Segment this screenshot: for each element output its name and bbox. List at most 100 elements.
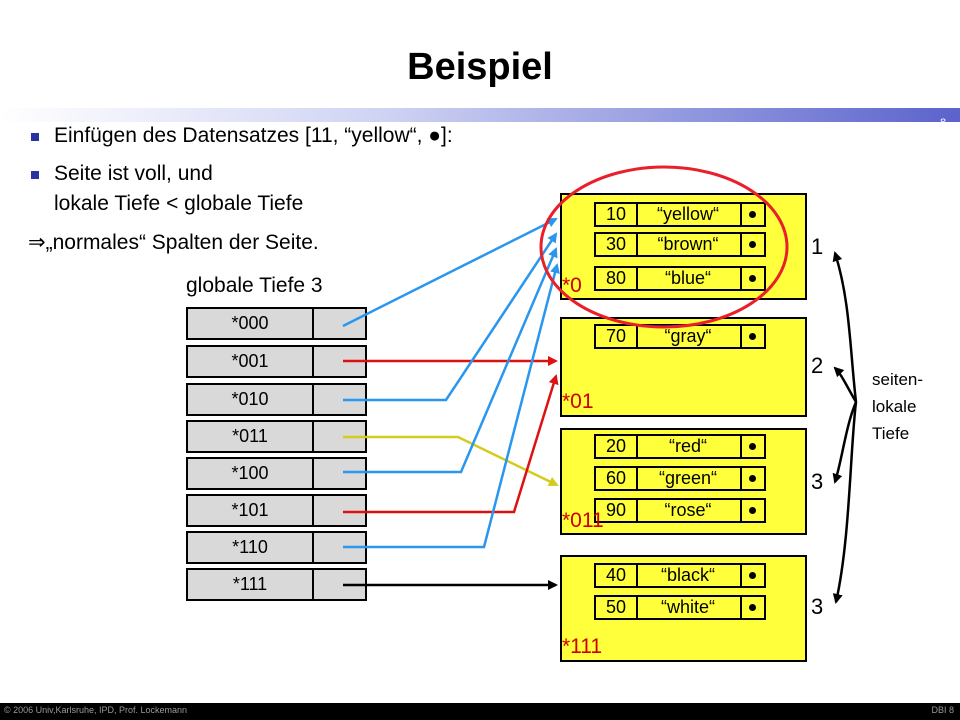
- depth-brace-arrow: [832, 401, 858, 484]
- directory-pointer-cell: [312, 570, 314, 599]
- record-divider: [636, 204, 638, 225]
- pointer-arrow-011: [343, 435, 559, 487]
- footer-copyright: © 2006 Univ,Karlsruhe, IPD, Prof. Lockem…: [4, 705, 188, 715]
- record-divider: [740, 500, 742, 521]
- pointer-arrow-101: [343, 374, 559, 514]
- record-divider: [740, 436, 742, 457]
- directory-key: *011: [232, 426, 268, 446]
- record-divider: [636, 268, 638, 289]
- directory-key: *001: [231, 351, 269, 371]
- directory-label: globale Tiefe 3: [186, 274, 323, 297]
- record: 40 “black“: [594, 563, 766, 588]
- directory-entry: *011: [186, 420, 367, 453]
- record-value: “red“: [668, 436, 707, 456]
- pointer-dot-icon: [749, 572, 756, 579]
- side-label: seiten- lokale Tiefe: [872, 366, 923, 447]
- record-key: 30: [605, 234, 627, 254]
- record-value: “rose“: [664, 500, 712, 520]
- record-key: 90: [605, 500, 627, 520]
- record: 50 “white“: [594, 595, 766, 620]
- directory-key: *101: [231, 500, 269, 520]
- slide-title: Beispiel: [407, 46, 553, 88]
- depth-brace-arrow: [833, 366, 858, 403]
- pointer-dot-icon: [749, 507, 756, 514]
- record-value: “yellow“: [656, 204, 719, 224]
- local-depth: 3: [811, 469, 824, 494]
- page-prefix: *011: [562, 509, 604, 532]
- directory-pointer-cell: [312, 422, 314, 451]
- directory-pointer-cell: [312, 385, 314, 414]
- record: 30 “brown“: [594, 232, 766, 257]
- title-underline: [0, 108, 960, 122]
- record-divider: [740, 468, 742, 489]
- directory-pointer-cell: [312, 533, 314, 562]
- record-value: “black“: [660, 565, 715, 585]
- directory-key: *000: [231, 313, 269, 333]
- pointer-dot-icon: [749, 475, 756, 482]
- pointer-dot-icon: [749, 333, 756, 340]
- record-value: “blue“: [664, 268, 712, 288]
- pointer-dot-icon: [749, 241, 756, 248]
- record-key: 20: [605, 436, 627, 456]
- record: 10 “yellow“: [594, 202, 766, 227]
- pointer-dot-icon: [749, 443, 756, 450]
- directory-key: *010: [231, 389, 269, 409]
- record-value: “green“: [658, 468, 718, 488]
- bullet-text-insert: Einfügen des Datensatzes [11, “yellow“, …: [54, 124, 453, 147]
- record-key: 10: [605, 204, 627, 224]
- record: 90 “rose“: [594, 498, 766, 523]
- pointer-arrow-010: [343, 232, 558, 402]
- directory-pointer-cell: [312, 459, 314, 488]
- bullet-icon: [31, 133, 39, 141]
- record-key: 60: [605, 468, 627, 488]
- local-depth: 1: [811, 234, 824, 259]
- record-divider: [636, 500, 638, 521]
- page-prefix: *01: [562, 390, 594, 413]
- record-divider: [740, 234, 742, 255]
- record: 70“gray“: [594, 324, 766, 349]
- directory-key: *110: [232, 537, 268, 557]
- pointer-dot-icon: [749, 604, 756, 611]
- record-divider: [636, 326, 638, 347]
- pointer-dot-icon: [749, 275, 756, 282]
- record-value: “brown“: [657, 234, 719, 254]
- directory-key: *111: [232, 574, 268, 594]
- pointer-arrow-000: [342, 217, 558, 328]
- local-depth: 3: [811, 594, 824, 619]
- pointer-arrow-110: [343, 263, 560, 549]
- page-prefix: *0: [562, 274, 582, 297]
- footer-slide-id: DBI 8: [931, 705, 954, 715]
- record-value: “gray“: [664, 326, 712, 346]
- directory-entry: *110: [186, 531, 367, 564]
- record: 20 “red“: [594, 434, 766, 459]
- record-key: 50: [605, 597, 627, 617]
- side-label-line: Tiefe: [872, 424, 910, 443]
- directory-pointer-cell: [312, 347, 314, 376]
- record-key: 40: [605, 565, 627, 585]
- page-prefix: *111: [562, 635, 603, 658]
- record-divider: [740, 565, 742, 586]
- bullet-text-page-full: Seite ist voll, und: [54, 162, 213, 185]
- record-key: 80: [605, 268, 627, 288]
- page-number: 8: [940, 117, 947, 129]
- record-divider: [740, 326, 742, 347]
- side-label-line: lokale: [872, 397, 917, 416]
- bullet-text-depth-compare: lokale Tiefe < globale Tiefe: [54, 192, 304, 215]
- directory-entry: *101: [186, 494, 367, 527]
- record: 80 “blue“: [594, 266, 766, 291]
- local-depth: 2: [811, 353, 824, 378]
- record-value: “white“: [660, 597, 715, 617]
- record-divider: [636, 234, 638, 255]
- pointer-arrow-100: [343, 247, 558, 474]
- record-divider: [740, 204, 742, 225]
- footer-bar: © 2006 Univ,Karlsruhe, IPD, Prof. Lockem…: [0, 703, 960, 720]
- record-divider: [636, 565, 638, 586]
- directory-pointer-cell: [312, 496, 314, 525]
- bullet-icon: [31, 171, 39, 179]
- depth-brace-arrow: [832, 251, 858, 604]
- side-label-line: seiten-: [872, 370, 924, 389]
- directory-entry: *111: [186, 568, 367, 601]
- directory-entry: *001: [186, 345, 367, 378]
- record-divider: [740, 597, 742, 618]
